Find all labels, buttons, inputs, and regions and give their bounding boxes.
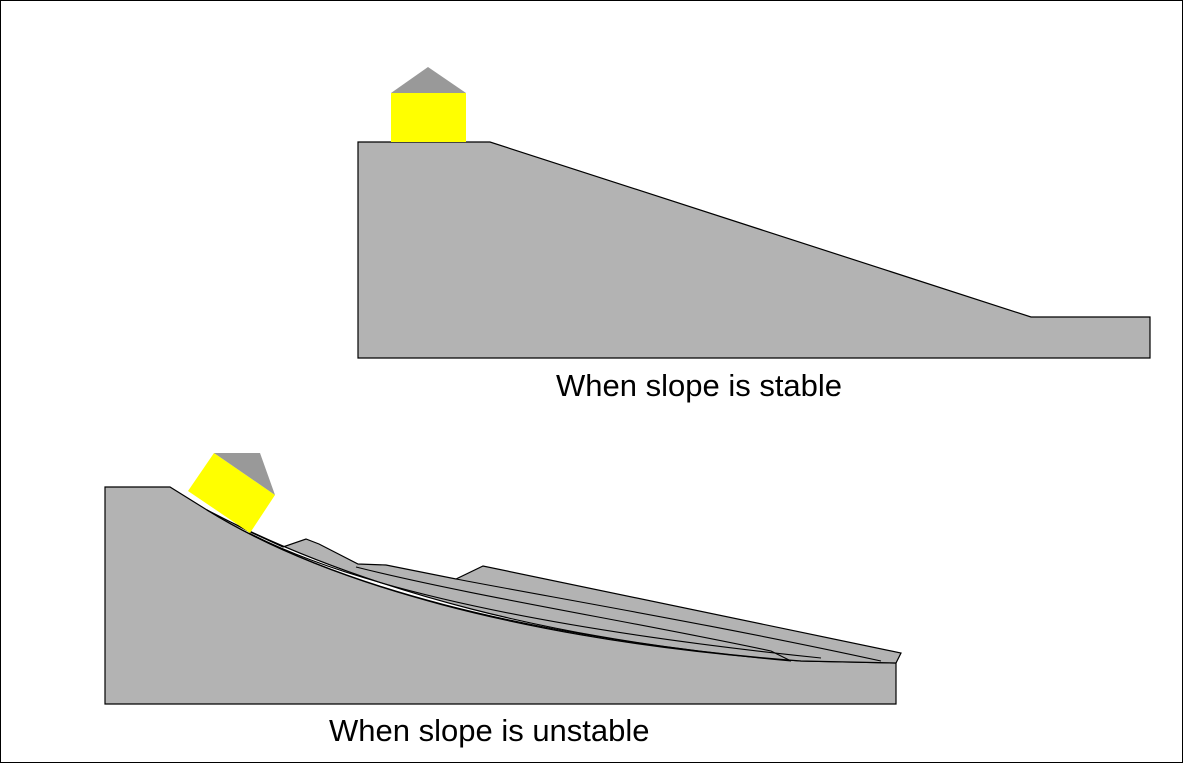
slip-line-3: [355, 566, 792, 662]
house-wall: [188, 453, 275, 533]
stable-ground: [357, 141, 1151, 359]
slip-line-2: [248, 532, 822, 659]
house-wall: [391, 93, 466, 142]
stable-slope-panel: [357, 67, 1151, 359]
unstable-caption: When slope is unstable: [329, 713, 650, 748]
stable-house: [391, 67, 466, 142]
unstable-slope-panel: [104, 453, 902, 705]
house-roof: [214, 453, 275, 495]
unstable-house: [188, 453, 275, 533]
house-roof: [391, 67, 466, 93]
stable-caption: When slope is stable: [556, 368, 843, 403]
slip-line-4: [455, 578, 882, 662]
